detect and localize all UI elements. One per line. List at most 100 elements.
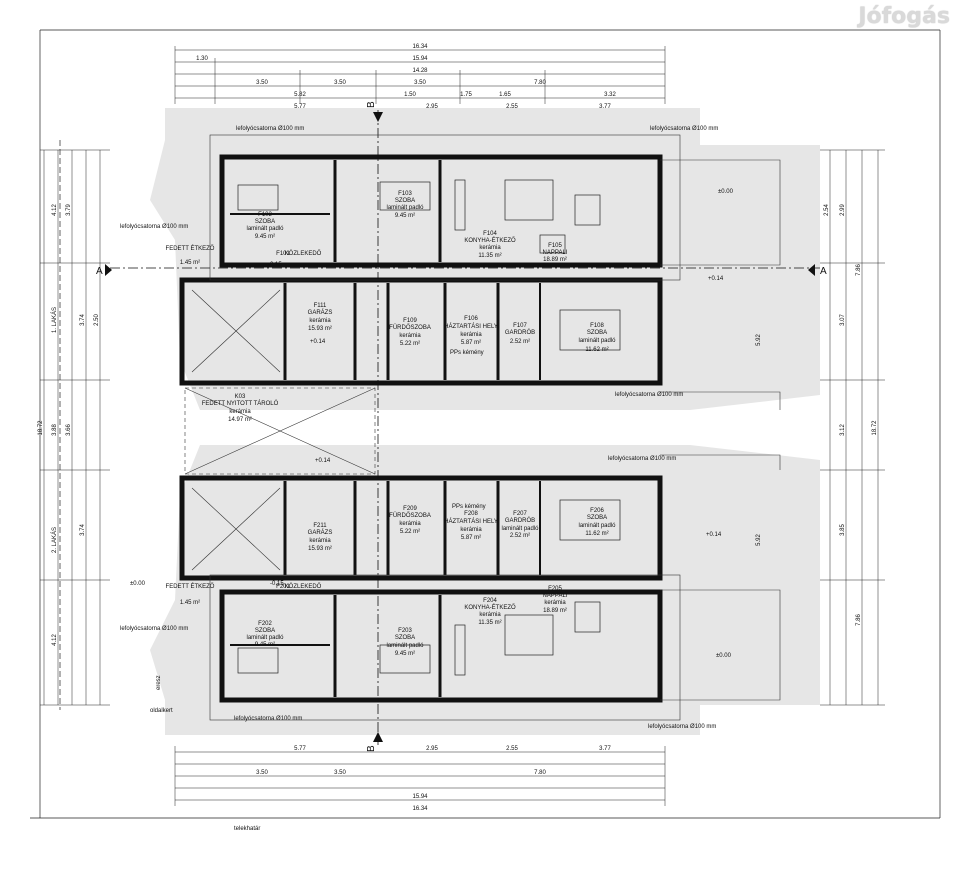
svg-text:lefolyócsatorna Ø100 mm: lefolyócsatorna Ø100 mm bbox=[648, 724, 716, 730]
svg-text:+0.14: +0.14 bbox=[310, 339, 326, 345]
svg-text:11.62 m²: 11.62 m² bbox=[585, 347, 608, 353]
svg-text:5.77: 5.77 bbox=[294, 746, 306, 752]
svg-text:3.50: 3.50 bbox=[256, 80, 268, 86]
svg-text:SZOBA: SZOBA bbox=[587, 515, 607, 521]
svg-text:3.77: 3.77 bbox=[599, 746, 611, 752]
svg-text:5.87 m²: 5.87 m² bbox=[461, 340, 481, 346]
svg-text:F102: F102 bbox=[258, 212, 272, 218]
svg-text:NAPPALI: NAPPALI bbox=[543, 250, 568, 256]
svg-text:F106: F106 bbox=[464, 316, 478, 322]
svg-text:11.35 m²: 11.35 m² bbox=[478, 620, 501, 626]
svg-text:2.50: 2.50 bbox=[94, 314, 100, 326]
svg-text:3.12: 3.12 bbox=[840, 424, 846, 436]
svg-text:GARÁZS: GARÁZS bbox=[308, 309, 333, 316]
svg-text:K03: K03 bbox=[235, 394, 246, 400]
section-a-left: A bbox=[96, 266, 103, 277]
svg-text:lefolyócsatorna Ø100 mm: lefolyócsatorna Ø100 mm bbox=[120, 626, 188, 632]
svg-text:3.74: 3.74 bbox=[80, 314, 86, 326]
svg-text:F204: F204 bbox=[483, 598, 497, 604]
svg-text:18.89 m²: 18.89 m² bbox=[543, 608, 567, 614]
shared-storage-label: K03 FEDETT NYITOTT TÁROLÓ kerámia 14.97 … bbox=[202, 394, 279, 423]
svg-text:kerámia: kerámia bbox=[460, 332, 482, 338]
svg-text:1.65: 1.65 bbox=[499, 92, 511, 98]
svg-text:KÖZLEKEDŐ: KÖZLEKEDŐ bbox=[285, 583, 322, 590]
svg-text:F201: F201 bbox=[276, 584, 290, 590]
svg-text:kerámia: kerámia bbox=[544, 600, 566, 606]
level-markers: ±0.00 +0.14 ±0.00 +0.14 -0.15 +0.14 ±0.0… bbox=[130, 189, 734, 659]
svg-text:kerámia: kerámia bbox=[460, 527, 482, 533]
svg-text:F107: F107 bbox=[513, 323, 527, 329]
svg-text:laminált padló: laminált padló bbox=[246, 226, 284, 232]
dimension-lines-side bbox=[40, 149, 885, 706]
svg-text:5.82: 5.82 bbox=[294, 92, 306, 98]
svg-text:3.66: 3.66 bbox=[66, 424, 72, 436]
svg-text:5.92: 5.92 bbox=[756, 334, 762, 346]
svg-text:+0.14: +0.14 bbox=[315, 458, 331, 464]
svg-text:laminált padló: laminált padló bbox=[501, 526, 539, 532]
svg-text:-0.15: -0.15 bbox=[268, 262, 282, 268]
chimney-notes: PPs kémény PPs kémény bbox=[450, 350, 486, 510]
svg-text:15.93 m²: 15.93 m² bbox=[308, 546, 332, 552]
svg-text:lefolyócsatorna Ø100 mm: lefolyócsatorna Ø100 mm bbox=[615, 392, 683, 398]
svg-text:lefolyócsatorna Ø100 mm: lefolyócsatorna Ø100 mm bbox=[650, 126, 718, 132]
svg-text:5.22 m²: 5.22 m² bbox=[400, 529, 420, 535]
svg-text:18.72: 18.72 bbox=[872, 420, 878, 436]
svg-text:FÜRDŐSZOBA: FÜRDŐSZOBA bbox=[389, 324, 431, 331]
svg-text:+0.14: +0.14 bbox=[706, 532, 722, 538]
svg-text:14.28: 14.28 bbox=[412, 68, 428, 74]
svg-text:16.34: 16.34 bbox=[412, 806, 428, 812]
side-garden-note: oldalkert bbox=[150, 708, 173, 714]
section-lines bbox=[110, 110, 820, 745]
svg-text:2.95: 2.95 bbox=[426, 746, 438, 752]
svg-text:lefolyócsatorna Ø100 mm: lefolyócsatorna Ø100 mm bbox=[234, 716, 302, 722]
dimension-lines-top bbox=[174, 46, 666, 806]
gutter-notes: lefolyócsatorna Ø100 mm lefolyócsatorna … bbox=[120, 126, 718, 730]
dim-total-depth: 18.72 bbox=[38, 420, 44, 436]
svg-text:7.86: 7.86 bbox=[856, 264, 862, 276]
svg-text:F111: F111 bbox=[314, 303, 327, 309]
eaves-note: eresz bbox=[156, 675, 162, 690]
boundary-note: telekhatár bbox=[234, 826, 260, 832]
svg-text:kerámia: kerámia bbox=[399, 521, 421, 527]
svg-text:9.45 m²: 9.45 m² bbox=[395, 651, 415, 657]
svg-text:9.45 m²: 9.45 m² bbox=[395, 213, 415, 219]
svg-text:SZOBA: SZOBA bbox=[395, 198, 415, 204]
svg-text:11.62 m²: 11.62 m² bbox=[585, 531, 608, 537]
svg-text:9.45 m²: 9.45 m² bbox=[255, 234, 275, 240]
svg-text:3.74: 3.74 bbox=[80, 524, 86, 536]
watermark-logo: Jófogás bbox=[858, 4, 950, 29]
svg-text:kerámia: kerámia bbox=[479, 245, 501, 251]
site-boundary bbox=[30, 29, 941, 819]
svg-text:4.12: 4.12 bbox=[52, 204, 58, 216]
svg-text:5.22 m²: 5.22 m² bbox=[400, 341, 420, 347]
svg-text:F208: F208 bbox=[464, 511, 478, 517]
svg-text:F108: F108 bbox=[590, 323, 604, 329]
svg-text:3.50: 3.50 bbox=[414, 80, 426, 86]
dimension-text-side: 18.72 4.12 3.79 3.74 2.50 3.88 3.66 3.74… bbox=[38, 204, 878, 646]
svg-text:FEDETT ÉTKEZŐ: FEDETT ÉTKEZŐ bbox=[166, 245, 215, 252]
svg-text:SZOBA: SZOBA bbox=[395, 635, 415, 641]
svg-text:laminált padló: laminált padló bbox=[386, 643, 424, 649]
svg-text:F203: F203 bbox=[398, 628, 412, 634]
svg-text:2.52 m²: 2.52 m² bbox=[510, 533, 530, 539]
svg-text:laminált padló: laminált padló bbox=[246, 635, 284, 641]
terrace-outlines bbox=[209, 134, 781, 721]
svg-text:1.50: 1.50 bbox=[404, 92, 416, 98]
svg-text:3.50: 3.50 bbox=[334, 80, 346, 86]
svg-text:3.79: 3.79 bbox=[66, 204, 72, 216]
svg-text:+0.14: +0.14 bbox=[708, 276, 724, 282]
svg-text:F206: F206 bbox=[590, 508, 604, 514]
svg-text:GARDRÓB: GARDRÓB bbox=[505, 517, 535, 524]
room-labels-unit-1: F101 KÖZLEKEDŐ F102 SZOBA laminált padló… bbox=[166, 191, 617, 353]
section-b-bottom: B bbox=[366, 745, 377, 752]
svg-text:kerámia: kerámia bbox=[479, 612, 501, 618]
svg-text:F103: F103 bbox=[398, 191, 412, 197]
svg-text:lefolyócsatorna Ø100 mm: lefolyócsatorna Ø100 mm bbox=[608, 456, 676, 462]
unit2-label: 2. LAKÁS bbox=[51, 527, 58, 553]
svg-text:±0.00: ±0.00 bbox=[718, 189, 734, 195]
svg-text:±0.00: ±0.00 bbox=[130, 581, 146, 587]
room-labels-unit-2: F201 KÖZLEKEDŐ F202 SZOBA laminált padló… bbox=[166, 506, 617, 657]
svg-text:2.55: 2.55 bbox=[506, 104, 518, 110]
svg-text:lefolyócsatorna Ø100 mm: lefolyócsatorna Ø100 mm bbox=[120, 224, 188, 230]
svg-text:14.97 m²: 14.97 m² bbox=[228, 417, 252, 423]
